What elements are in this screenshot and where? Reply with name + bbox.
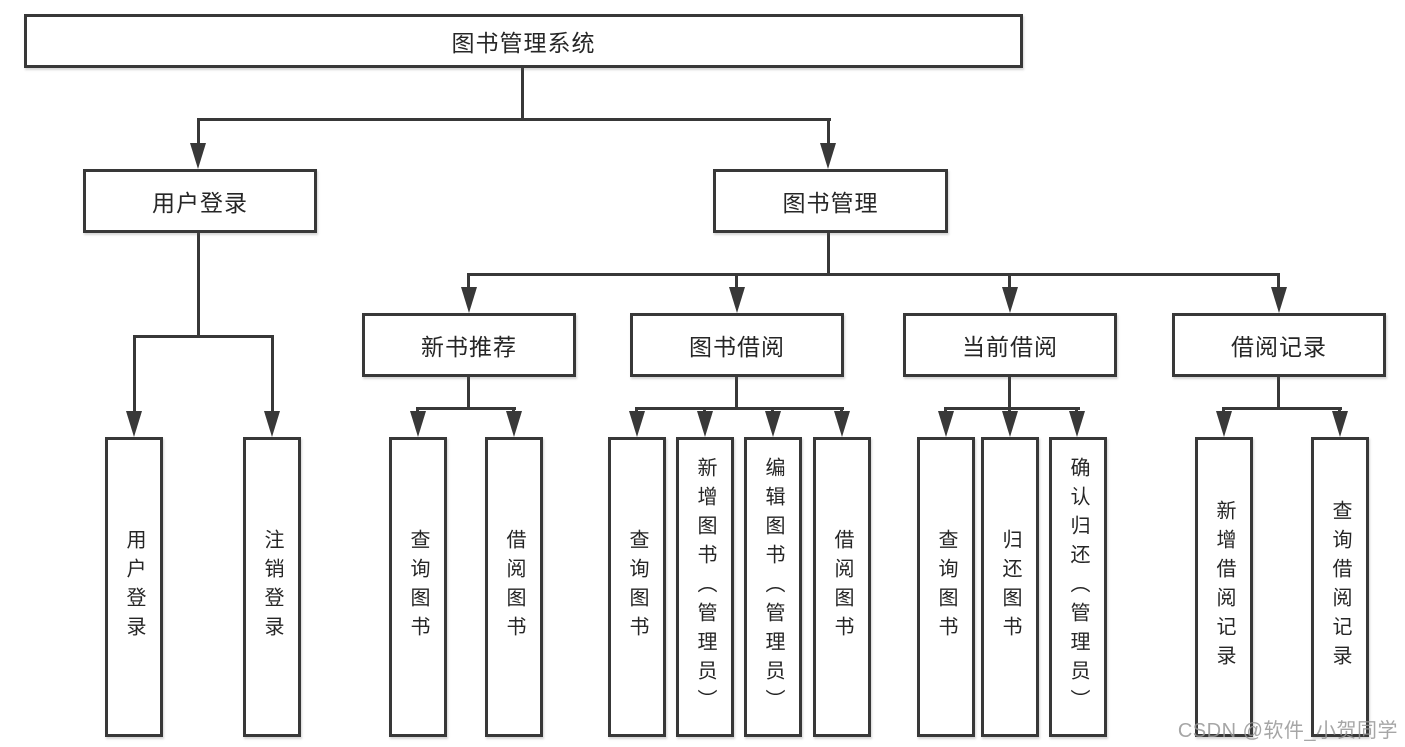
leaf-records-add-record-label: 新增借阅记录 (1213, 500, 1235, 674)
leaf-borrow-edit-books-admin: 编辑图书（管理员） (744, 437, 802, 737)
edge-line (467, 273, 470, 291)
node-root-library-system: 图书管理系统 (24, 14, 1023, 68)
edge-line (827, 118, 830, 146)
edge-line (521, 68, 524, 118)
node-user-login: 用户登录 (83, 169, 317, 233)
arrowhead (1002, 287, 1018, 313)
arrowhead (820, 143, 836, 169)
edge-line (635, 407, 844, 410)
arrowhead (1069, 411, 1085, 437)
csdn-watermark: CSDN @软件_小贺同学 (1177, 720, 1398, 742)
leaf-current-confirm-return-admin: 确认归还（管理员） (1049, 437, 1107, 737)
leaf-current-return-books: 归还图书 (981, 437, 1039, 737)
leaf-borrow-query-books: 查询图书 (608, 437, 666, 737)
node-user-login-label: 用户登录 (152, 190, 248, 216)
edge-line (197, 118, 831, 121)
edge-line (1277, 273, 1280, 291)
leaf-newbook-query-books-label: 查询图书 (407, 529, 429, 645)
edge-line (944, 407, 1080, 410)
arrowhead (729, 287, 745, 313)
edge-line (735, 377, 738, 407)
leaf-records-add-record: 新增借阅记录 (1195, 437, 1253, 737)
node-borrowing-records: 借阅记录 (1172, 313, 1386, 377)
edge-line (133, 335, 274, 338)
edge-line (735, 273, 738, 291)
leaf-current-confirm-return-admin-label: 确认归还（管理员） (1067, 456, 1089, 718)
node-current-borrowing: 当前借阅 (903, 313, 1117, 377)
node-new-book-recommendation-label: 新书推荐 (421, 334, 517, 360)
leaf-user-login-label: 用户登录 (123, 529, 145, 645)
node-root-label: 图书管理系统 (451, 30, 596, 56)
edge-line (197, 118, 200, 146)
edge-line (1222, 407, 1342, 410)
leaf-borrow-edit-books-admin-label: 编辑图书（管理员） (762, 456, 784, 718)
leaf-records-query-record: 查询借阅记录 (1311, 437, 1369, 737)
arrowhead (938, 411, 954, 437)
arrowhead (697, 411, 713, 437)
leaf-newbook-borrow-books: 借阅图书 (485, 437, 543, 737)
arrowhead (1332, 411, 1348, 437)
arrowhead (1002, 411, 1018, 437)
edge-line (271, 335, 274, 413)
arrowhead (264, 411, 280, 437)
arrowhead (461, 287, 477, 313)
leaf-user-login: 用户登录 (105, 437, 163, 737)
edge-line (133, 335, 136, 413)
edge-line (416, 407, 516, 410)
arrowhead (126, 411, 142, 437)
leaf-borrow-add-books-admin: 新增图书（管理员） (676, 437, 734, 737)
leaf-borrow-borrow-books: 借阅图书 (813, 437, 871, 737)
leaf-logout-label: 注销登录 (261, 529, 283, 645)
leaf-borrow-add-books-admin-label: 新增图书（管理员） (694, 456, 716, 718)
edge-line (1008, 377, 1011, 407)
arrowhead (629, 411, 645, 437)
edge-line (827, 233, 830, 273)
edge-line (467, 377, 470, 407)
leaf-current-return-books-label: 归还图书 (999, 529, 1021, 645)
arrowhead (410, 411, 426, 437)
arrowhead (834, 411, 850, 437)
edge-line (1277, 377, 1280, 407)
node-book-management: 图书管理 (713, 169, 948, 233)
leaf-logout: 注销登录 (243, 437, 301, 737)
leaf-current-query-books-label: 查询图书 (935, 529, 957, 645)
arrowhead (1271, 287, 1287, 313)
edge-line (467, 273, 1280, 276)
leaf-current-query-books: 查询图书 (917, 437, 975, 737)
arrowhead (765, 411, 781, 437)
node-book-management-label: 图书管理 (782, 190, 879, 216)
arrowhead (1216, 411, 1232, 437)
node-current-borrowing-label: 当前借阅 (962, 334, 1058, 360)
edge-line (197, 233, 200, 335)
leaf-borrow-borrow-books-label: 借阅图书 (831, 529, 853, 645)
leaf-records-query-record-label: 查询借阅记录 (1329, 500, 1351, 674)
node-new-book-recommendation: 新书推荐 (362, 313, 576, 377)
leaf-newbook-query-books: 查询图书 (389, 437, 447, 737)
leaf-borrow-query-books-label: 查询图书 (626, 529, 648, 645)
node-borrowing-records-label: 借阅记录 (1231, 334, 1327, 360)
arrowhead (506, 411, 522, 437)
edge-line (1008, 273, 1011, 291)
node-book-borrowing-label: 图书借阅 (689, 334, 785, 360)
leaf-newbook-borrow-books-label: 借阅图书 (503, 529, 525, 645)
arrowhead (190, 143, 206, 169)
node-book-borrowing: 图书借阅 (630, 313, 844, 377)
